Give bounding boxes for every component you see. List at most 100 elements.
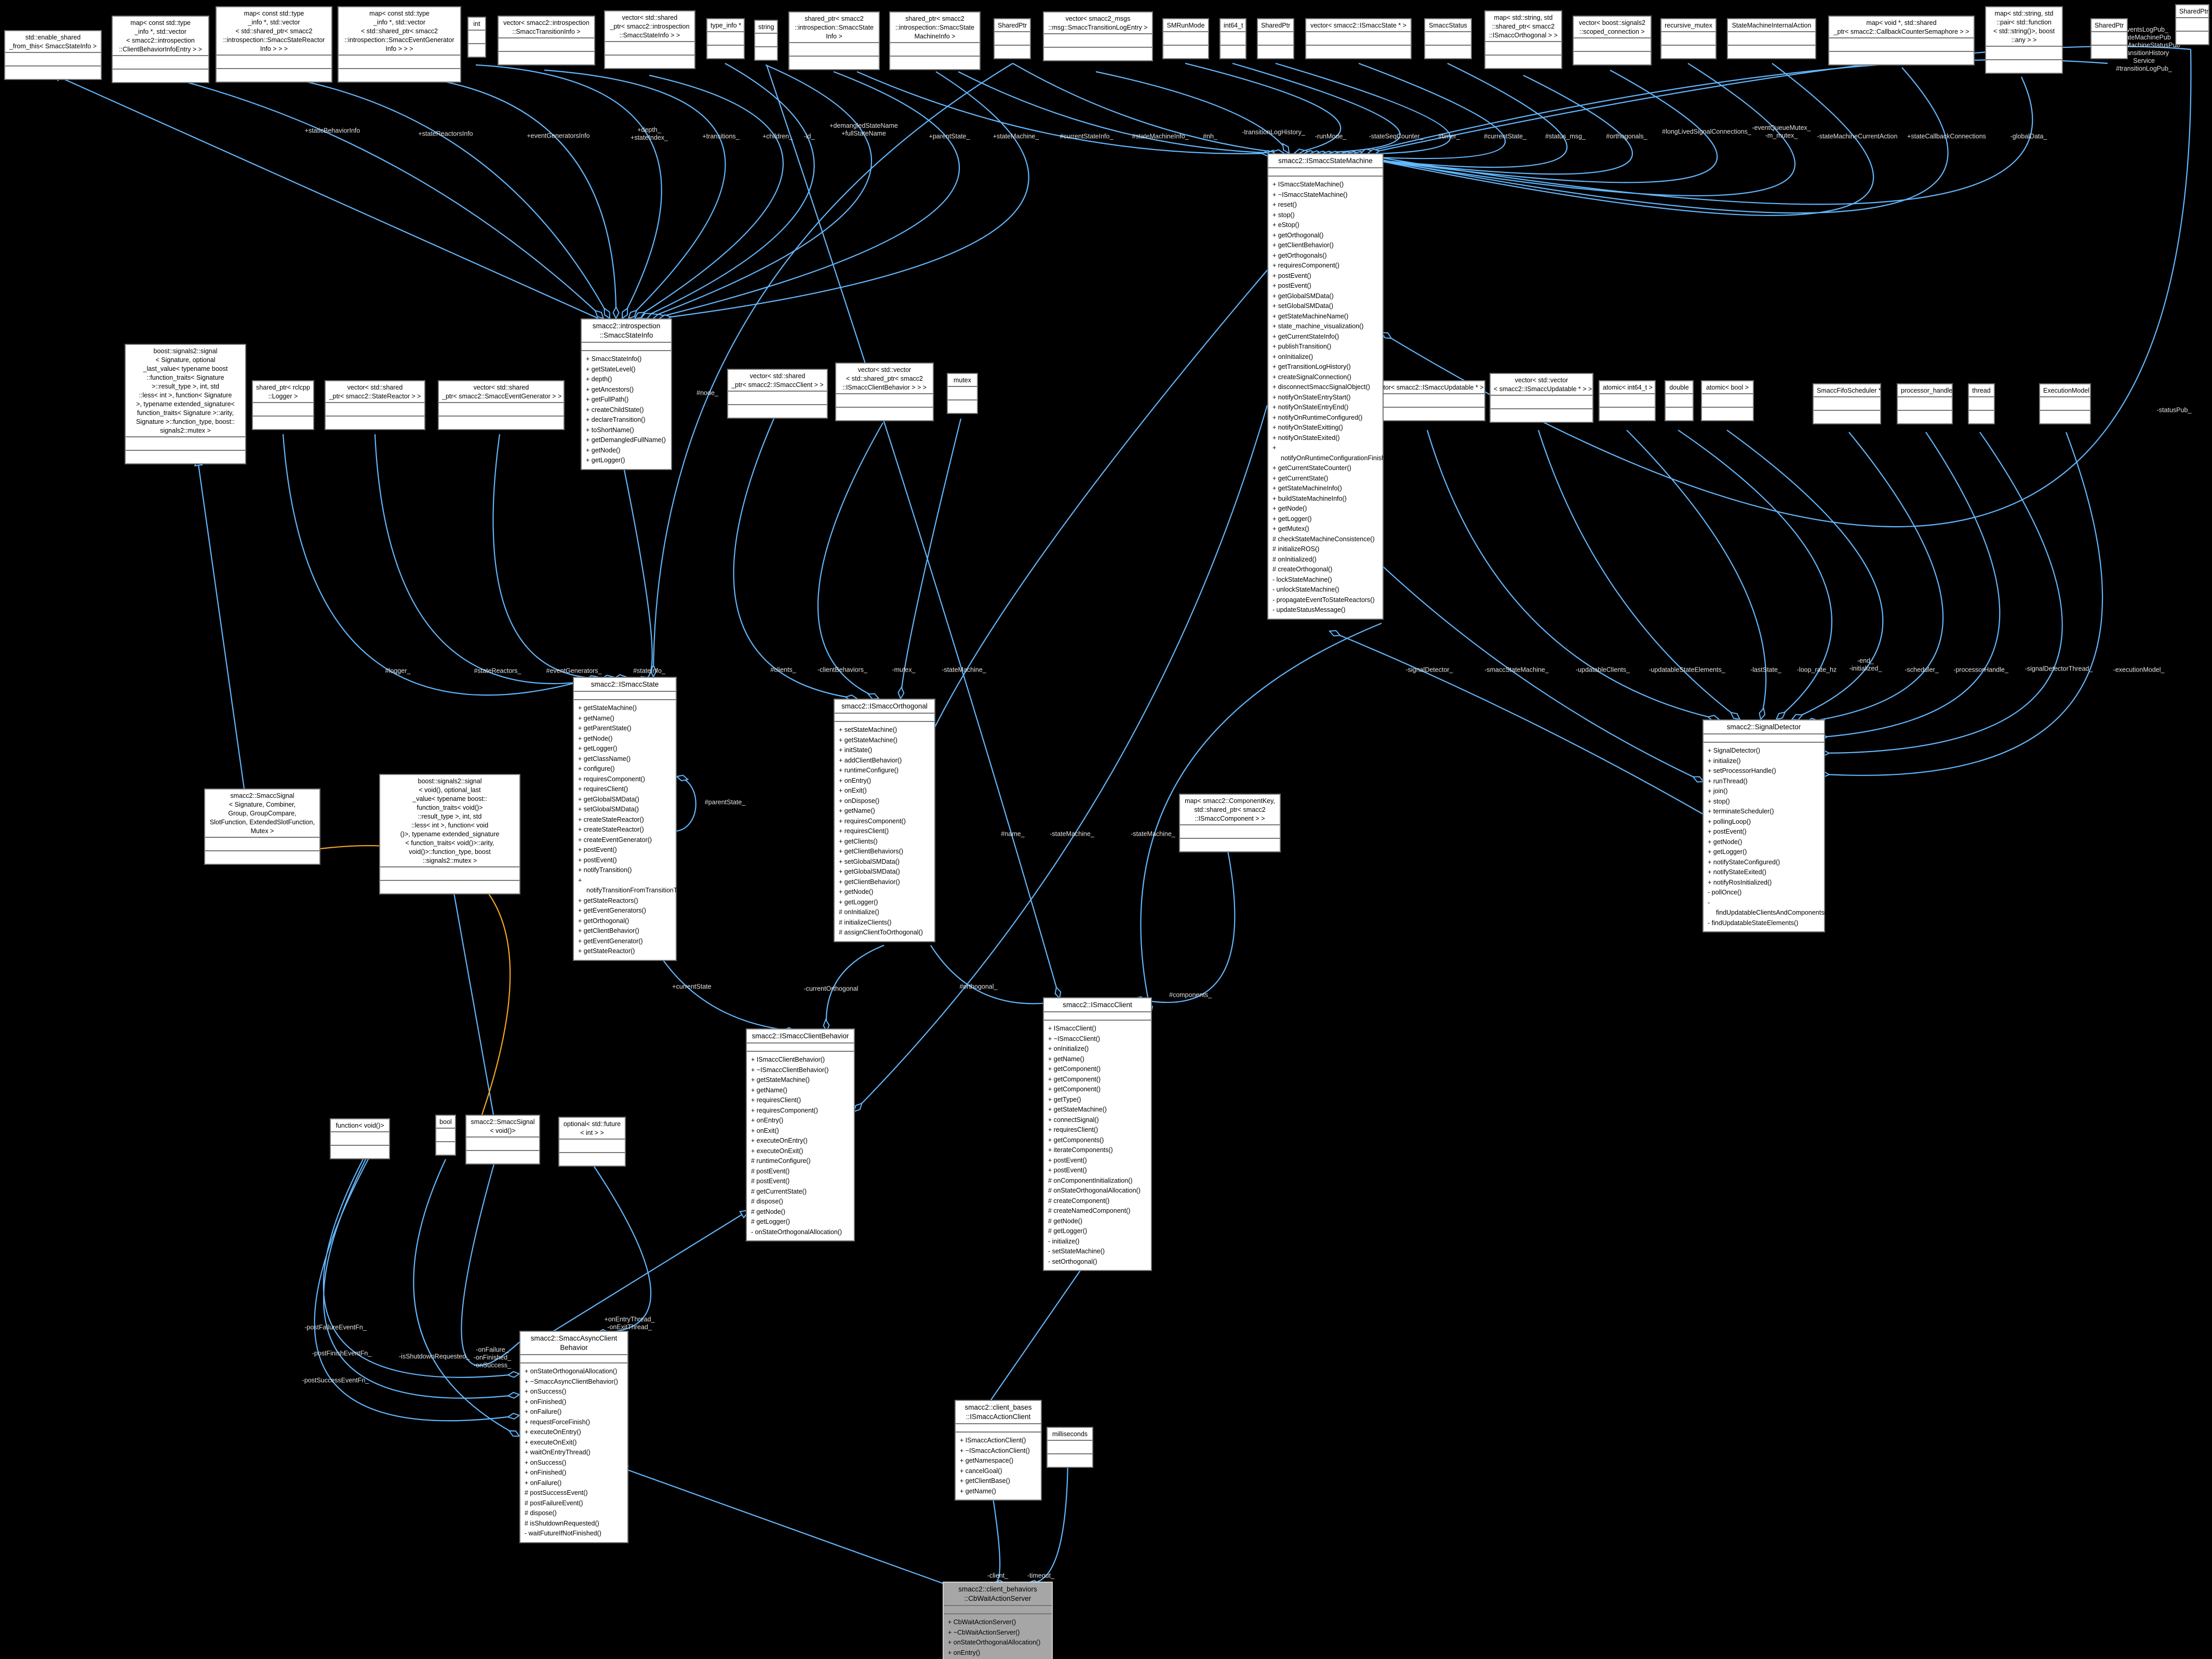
aggregation-diamond [604,307,611,319]
method: + getClientBase() [960,1477,1010,1484]
method: + runThread() [1708,777,1748,785]
type-name-line: atomic< bool > [1706,384,1749,391]
aggregation-edge [1095,71,1290,154]
empty-compartment [789,42,879,56]
type-name-line: < function_traits< void()>::arity, [405,839,494,847]
method: - waitFutureIfNotFinished() [525,1530,601,1537]
class-ismaccstate: smacc2::ISmaccState+ getStateMachine()+ … [573,677,703,961]
method: # getNode() [751,1208,786,1215]
type-name: SharedPtr [2176,5,2208,17]
method: + getName() [1048,1055,1084,1063]
aggregation-edge [1275,62,1451,155]
type-name-line: vector< std::vector [1514,377,1568,384]
method: + getComponent() [1048,1075,1101,1083]
aggregation-edge [1329,630,1704,815]
method: + SmaccStateInfo() [586,355,642,363]
empty-compartment [1986,46,2062,59]
typebox-vector-smacctransitioninfo: vector< smacc2::introspection::SmaccTran… [498,16,595,65]
method: + notifyOnRuntimeConfigurationFinished() [1272,444,1397,462]
type-name-line: vector< smacc2::introspection [503,19,589,26]
method: # getNode() [1048,1217,1083,1225]
type-name-line: map< smacc2::ComponentKey, [1185,797,1275,805]
aggregation-edge [270,74,610,319]
method: + onDispose() [839,797,880,805]
inheritance-edge [619,1466,946,1585]
aggregation-diamond [1775,711,1786,720]
inheritance-edge [989,1256,1090,1402]
aggregation-edge [930,945,1060,1005]
method: + requestForceFinish() [525,1418,591,1426]
type-name-line: Group, GroupCompare, [228,810,297,817]
aggregation-edge [640,63,815,319]
empty-compartment [331,1131,389,1145]
aggregation-edge [622,464,653,679]
method: + ~ISmaccClientBehavior() [751,1066,829,1074]
empty-compartment [890,56,980,69]
method: + onEntry() [948,1649,981,1656]
typebox-map-smaccstatereactorinfo: map< const std::type_info *, std::vector… [216,6,332,83]
method: + onInitialize() [1272,353,1313,360]
method: + postEvent() [578,846,617,853]
method: + requiresClient() [839,827,889,835]
empty-compartment [2040,396,2090,410]
type-name-line: ::ISmaccClientBehavior > > > [842,384,927,391]
method: + executeOnExit() [525,1438,577,1446]
empty-compartment [755,46,777,60]
type-name-line: ::less< int >, function< Signature [139,392,232,399]
method: + requiresClient() [751,1096,801,1104]
type-name-line: SmaccStatus [1429,22,1467,29]
method: - propagateEventToStateReactors() [1272,596,1375,604]
method: + executeOnExit() [751,1147,803,1155]
empty-compartment [1574,37,1651,51]
method: + getName() [839,807,875,814]
empty-compartment [326,416,424,429]
method: # postFailureEvent() [525,1499,583,1507]
class-smaccasyncclientbehavior: smacc2::SmaccAsyncClient Behavior+ onSta… [519,1331,628,1543]
empty-compartment [1485,55,1561,68]
type-name-line: smacc2::SmaccSignal [471,1118,535,1126]
type-name-line: ::introspection::SmaccState [794,24,874,31]
method: + getTransitionLogHistory() [1272,363,1351,370]
method: + getParentState() [578,725,632,732]
type-name-line: map< const std::type [244,10,304,17]
type-name-line: signals2::mutex > [160,427,211,434]
method: + setGlobalSMData() [1272,302,1334,310]
type-name-line: thread [1972,387,1991,394]
typebox-sharedptr-smaccstateinfo: shared_ptr< smacc2::introspection::Smacc… [788,11,880,70]
aggregation-edge [1726,430,1884,720]
method: + getAncestors() [586,385,634,393]
typebox-processor-handle: processor_handle [1897,383,1953,424]
empty-compartment [2092,31,2127,45]
typebox-vector-statereactor: vector< std::shared_ptr< smacc2::StateRe… [325,380,425,430]
method: # createComponent() [1048,1197,1110,1205]
method: + getNamespace() [960,1457,1014,1464]
method: + getClassName() [578,755,631,762]
method: + getLogger() [1272,515,1312,523]
attributes-compartment [520,1354,627,1363]
method: + getGlobalSMData() [578,795,639,803]
typebox-sharedptr-smaccstatemachineinfo: shared_ptr< smacc2::introspection::Smacc… [889,11,981,70]
method: # getCurrentState() [751,1187,807,1195]
method: # getLogger() [751,1218,790,1225]
method: + getOrthogonals() [1272,251,1327,259]
aggregation-edge [856,71,1274,154]
method: + ~ISmaccClient() [1048,1035,1101,1042]
method: + notifyStateConfigured() [1708,858,1780,866]
empty-compartment [1491,395,1592,408]
method: + configure() [578,765,615,772]
aggregation-edge [1817,432,2103,776]
aggregation-diamond [612,305,620,320]
empty-compartment [1814,410,1880,423]
aggregation-edge [647,64,872,319]
method: - pollOnce() [1708,889,1742,896]
method: + createSignalConnection() [1272,373,1351,381]
method: - unlockStateMachine() [1272,586,1339,593]
method: + getComponent() [1048,1086,1101,1093]
method: + requiresClient() [1048,1126,1098,1133]
method: + onFailure() [525,1408,562,1415]
type-name: milliseconds [1048,1428,1092,1440]
type-name-line: shared_ptr< smacc2 [805,15,864,22]
class-name: smacc2::SmaccAsyncClient Behavior [530,1334,618,1352]
empty-compartment [755,33,777,46]
empty-compartment [1370,407,1484,420]
